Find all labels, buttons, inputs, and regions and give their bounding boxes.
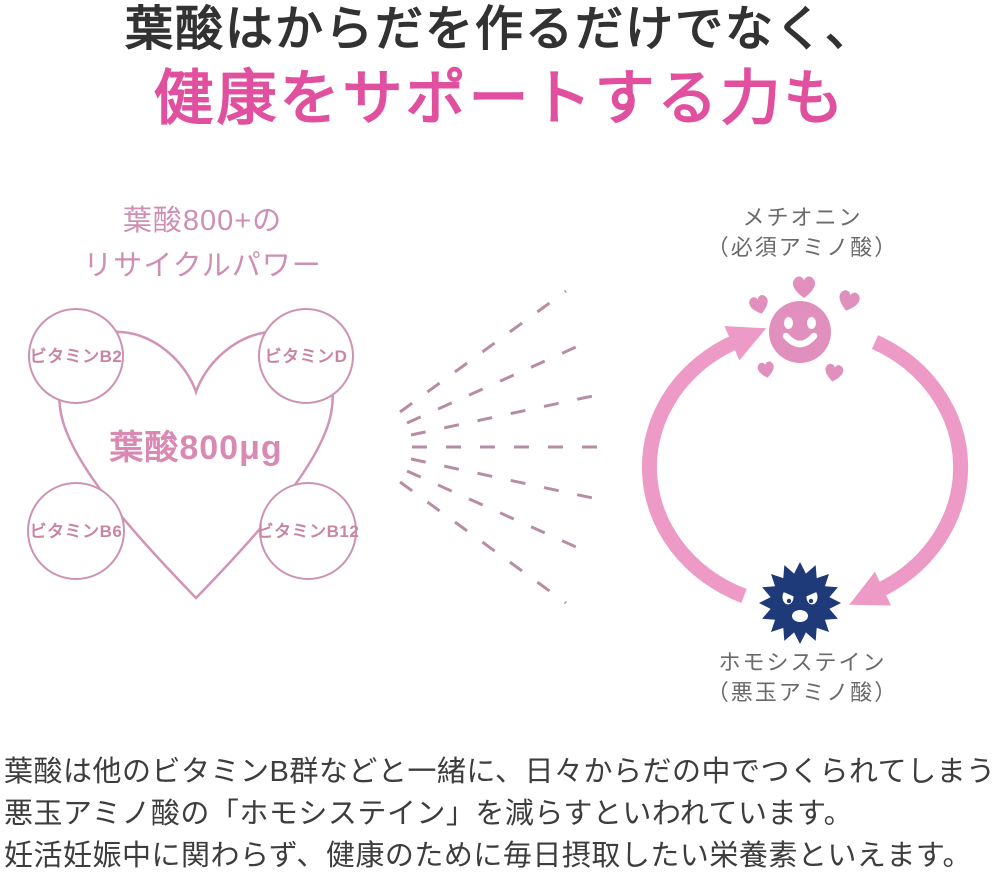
description-line-2: 悪玉アミノ酸の「ホモシステイン」を減らすといわれています。 [4,798,854,830]
spiky-angry-face-icon [759,562,841,644]
recycle-power-title: 葉酸800+の リサイクルパワー [70,199,335,289]
vitamin-b6-label: ビタミンB6 [30,522,123,541]
headline-main: 葉酸はからだを作るだけでなく、 [124,3,875,56]
recycle-power-title-line1: 葉酸800+の [122,205,283,237]
vitamin-circle-d: ビタミンD [258,308,354,404]
vitamin-b2-label: ビタミンB2 [30,347,123,366]
description-line-1: 葉酸は他のビタミンB群などと一緒に、日々からだの中でつくられてしまう [4,756,996,788]
vitamin-circle-b12: ビタミンB12 [257,482,360,580]
headline-accent: 健康をサポートする力も [153,65,847,132]
homocysteine-type: （悪玉アミノ酸） [706,680,899,705]
vitamin-circle-b6: ビタミンB6 [27,482,125,580]
vitamin-b12-label: ビタミンB12 [257,522,360,541]
smiley-face-icon [769,301,831,363]
homocysteine-name: ホモシステイン [718,650,887,675]
methionine-name: メチオニン [742,205,863,230]
methionine-label: メチオニン （必須アミノ酸） [630,203,975,263]
homocysteine-label: ホモシステイン （悪玉アミノ酸） [630,648,975,708]
sparkle-rays-icon [399,289,607,605]
folate-amount-label: 葉酸800μg [108,429,282,467]
description-line-3: 妊活妊娠中に関わらず、健康のために毎日摂取したい栄養素といえます。 [4,840,972,872]
amino-acid-cycle-diagram [641,276,969,644]
vitamin-circle-b2: ビタミンB2 [28,308,124,404]
recycle-power-title-line2: リサイクルパワー [83,250,322,282]
methionine-type: （必須アミノ酸） [706,235,899,260]
vitamin-d-label: ビタミンD [265,347,348,366]
folate-heart-diagram: ビタミンB2 ビタミンD ビタミンB6 ビタミンB12 葉酸800μg [27,308,360,600]
cycle-arrows-icon [641,326,969,606]
description-paragraph: 葉酸は他のビタミンB群などと一緒に、日々からだの中でつくられてしまう 悪玉アミノ… [4,751,998,877]
